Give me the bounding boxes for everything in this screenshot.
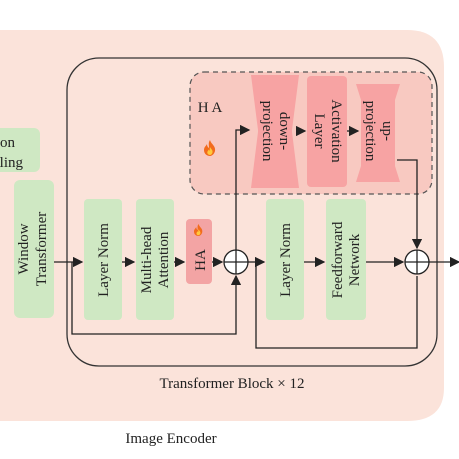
activation-layer-label-2: Layer xyxy=(311,114,327,149)
layer-norm-2-box xyxy=(266,199,304,320)
ha-box xyxy=(186,219,212,284)
window-transformer-label-1: Window xyxy=(16,223,32,274)
mha-label-2: Attention xyxy=(156,231,172,288)
connections xyxy=(54,124,459,349)
adder-1 xyxy=(223,249,249,275)
down-projection-block xyxy=(251,75,299,188)
layer-norm-2-label: Layer Norm xyxy=(278,223,294,297)
transformer-block-outline xyxy=(66,57,438,367)
down-projection-label-1: down- xyxy=(276,112,292,150)
ffn-label-2: Network xyxy=(347,233,363,286)
partial-block-label-bottom: ling xyxy=(0,155,23,171)
multi-head-attention-box xyxy=(136,199,174,320)
up-projection-label-1: up- xyxy=(379,121,395,141)
partial-block xyxy=(0,128,40,172)
adder-2 xyxy=(404,249,430,275)
down-projection-label-2: projection xyxy=(259,101,275,162)
up-projection-label-2: projection xyxy=(362,101,378,162)
layer-norm-1-label: Layer Norm xyxy=(96,223,112,297)
adapter-title: H A xyxy=(198,100,223,116)
layer-norm-1-box xyxy=(84,199,122,320)
up-projection-block xyxy=(356,84,400,182)
feedforward-network-box xyxy=(326,199,366,320)
ffn-label-1: Feedforward xyxy=(330,221,346,298)
transformer-block-label: Transformer Block × 12 xyxy=(160,376,305,392)
window-transformer-box xyxy=(14,180,54,318)
activation-layer-block xyxy=(307,76,347,187)
image-encoder-label: Image Encoder xyxy=(125,431,216,447)
partial-block-label-top: on xyxy=(0,135,16,151)
mha-label-1: Multi-head xyxy=(139,226,155,293)
ha-box-label: HA xyxy=(193,249,209,271)
activation-layer-label-1: Activation xyxy=(328,99,344,163)
window-transformer-label-2: Transformer xyxy=(34,212,50,286)
